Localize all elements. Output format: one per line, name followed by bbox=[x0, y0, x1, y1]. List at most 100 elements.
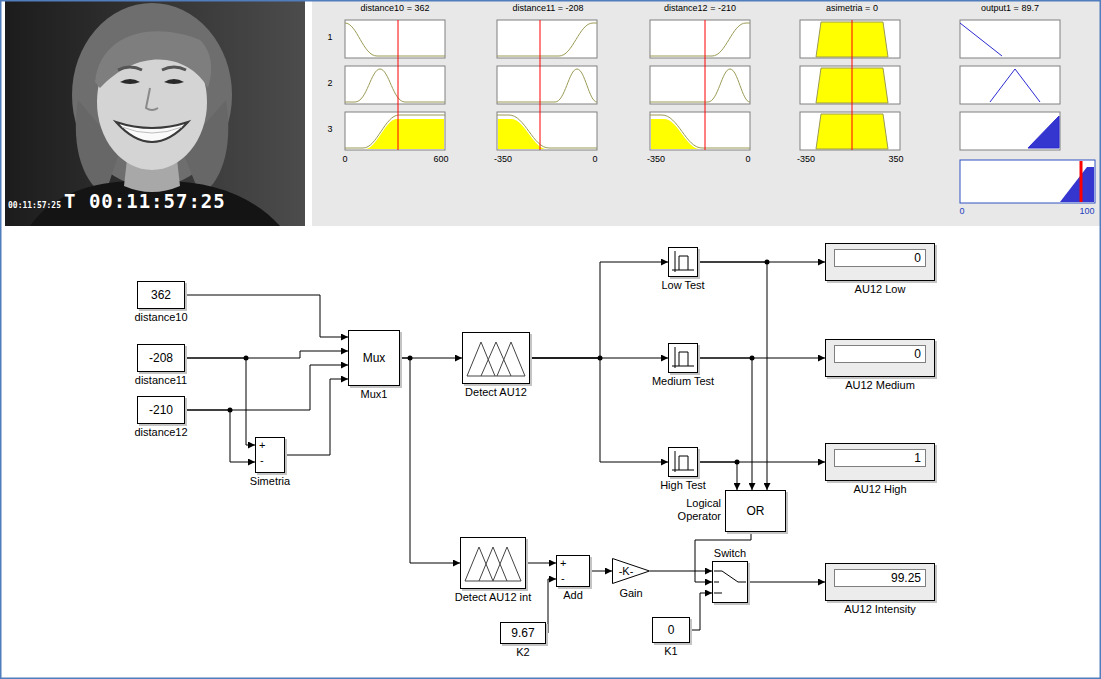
gain-outline bbox=[613, 559, 650, 584]
gain-block: -K-Gain bbox=[612, 558, 650, 584]
block-label: AU12 Intensity bbox=[844, 603, 916, 616]
pulse-icon bbox=[672, 451, 694, 472]
mf-plot bbox=[960, 112, 1060, 150]
fuzzy-icon bbox=[465, 547, 521, 581]
display-block: 1AU12 High bbox=[825, 443, 935, 481]
mf-plot bbox=[650, 20, 750, 58]
signal-wire bbox=[185, 358, 255, 445]
mf-plot bbox=[345, 66, 445, 104]
axis-tick: 0 bbox=[592, 154, 597, 164]
pulse-icon bbox=[672, 347, 694, 368]
block-text: 99.25 bbox=[891, 571, 921, 585]
block-text: 9.67 bbox=[501, 626, 545, 640]
block-label: Mux1 bbox=[361, 388, 388, 401]
mf-plot bbox=[800, 112, 900, 150]
signal-wire bbox=[285, 379, 348, 455]
block-label: Detect AU12 bbox=[465, 386, 527, 399]
axis-tick: 0 bbox=[342, 154, 347, 164]
mf-plot bbox=[497, 66, 597, 104]
mf-fill bbox=[365, 119, 444, 149]
block-label: High Test bbox=[660, 479, 706, 492]
signal-wire bbox=[695, 532, 751, 582]
block-label: K1 bbox=[664, 645, 677, 658]
signal-wire bbox=[748, 582, 825, 583]
axis-tick: 0 bbox=[745, 154, 750, 164]
mf-curve bbox=[345, 23, 445, 56]
signal-wire bbox=[590, 571, 612, 572]
photo-hair bbox=[95, 31, 211, 88]
block-label: AU12 High bbox=[853, 483, 906, 496]
switch-block: Switch bbox=[712, 561, 748, 603]
photo-background bbox=[5, 0, 305, 226]
block-label: Gain bbox=[619, 587, 642, 600]
timestamp: T 00:11:57:25 bbox=[64, 191, 226, 213]
rule-viewer-panel bbox=[312, 0, 1101, 226]
test-block: Low Test bbox=[668, 247, 698, 277]
photo-eye bbox=[120, 79, 140, 84]
constant-block: 362distance10 bbox=[137, 281, 185, 309]
axis-tick: 350 bbox=[888, 154, 903, 164]
block-label: K2 bbox=[516, 646, 529, 659]
rule-column-title: distance10 = 362 bbox=[361, 3, 430, 13]
block-label: Logical Operator bbox=[666, 497, 721, 523]
fuzzy-icon bbox=[467, 342, 525, 376]
signal-wire bbox=[530, 262, 668, 358]
signal-wire bbox=[185, 410, 255, 462]
signal-wire bbox=[185, 365, 348, 410]
output-marker bbox=[1080, 161, 1083, 202]
photo-brow bbox=[118, 67, 142, 70]
mf-plot bbox=[800, 66, 900, 104]
mf-curve bbox=[345, 115, 445, 148]
axis-tick: 600 bbox=[433, 154, 448, 164]
rule-column-title: distance11 = -208 bbox=[512, 3, 583, 13]
photo-nose bbox=[146, 88, 158, 110]
constant-block: -210distance12 bbox=[137, 396, 185, 424]
mf-fill bbox=[1028, 116, 1059, 148]
photo-teeth bbox=[122, 127, 182, 133]
block-label: Detect AU12 int bbox=[455, 591, 531, 604]
axis-tick: 0 bbox=[959, 206, 964, 216]
mf-plot bbox=[960, 20, 1060, 58]
aggregate-plot bbox=[960, 160, 1095, 203]
rule-number: 3 bbox=[327, 124, 332, 134]
constant-block: -208distance11 bbox=[137, 344, 185, 372]
test-block: High Test bbox=[668, 447, 698, 477]
block-text: -K- bbox=[612, 564, 640, 578]
signal-wire bbox=[650, 571, 712, 572]
signal-wire bbox=[400, 358, 460, 563]
mf-plot bbox=[497, 112, 597, 150]
timestamp: 00:11:57:25 bbox=[8, 201, 61, 210]
input-marker bbox=[398, 20, 399, 150]
mf-curve bbox=[650, 115, 750, 148]
block-text: 0 bbox=[653, 623, 689, 637]
block-label: AU12 Low bbox=[855, 283, 906, 296]
block-label: AU12 Medium bbox=[845, 379, 915, 392]
block-label: distance12 bbox=[134, 426, 187, 439]
block-text: - bbox=[260, 454, 264, 467]
input-marker bbox=[705, 20, 706, 150]
rule-number: 1 bbox=[327, 32, 332, 42]
block-text: 0 bbox=[914, 251, 921, 265]
signal-wire bbox=[530, 358, 668, 462]
mf-curve bbox=[497, 69, 597, 102]
block-text: 1 bbox=[914, 451, 921, 465]
mf-curve bbox=[650, 69, 750, 102]
rule-number: 2 bbox=[327, 78, 332, 88]
signal-wire bbox=[185, 351, 348, 358]
display-block: 0AU12 Medium bbox=[825, 339, 935, 377]
mf-curve bbox=[497, 115, 597, 148]
block-label: Simetria bbox=[250, 475, 290, 488]
aggregate-fill bbox=[1060, 167, 1094, 202]
switch-icon bbox=[714, 571, 746, 593]
sum-block: +-Simetria bbox=[255, 437, 285, 473]
signal-wire bbox=[185, 295, 348, 337]
block-label: Low Test bbox=[661, 279, 704, 292]
fuzzy-controller-block: Detect AU12 bbox=[462, 332, 530, 384]
sum-block: +-Add bbox=[556, 555, 590, 587]
logic-operator-block: Logical OperatorOR bbox=[725, 490, 786, 532]
mf-plot bbox=[345, 112, 445, 150]
mf-curve bbox=[345, 69, 445, 102]
mf-plot bbox=[497, 20, 597, 58]
